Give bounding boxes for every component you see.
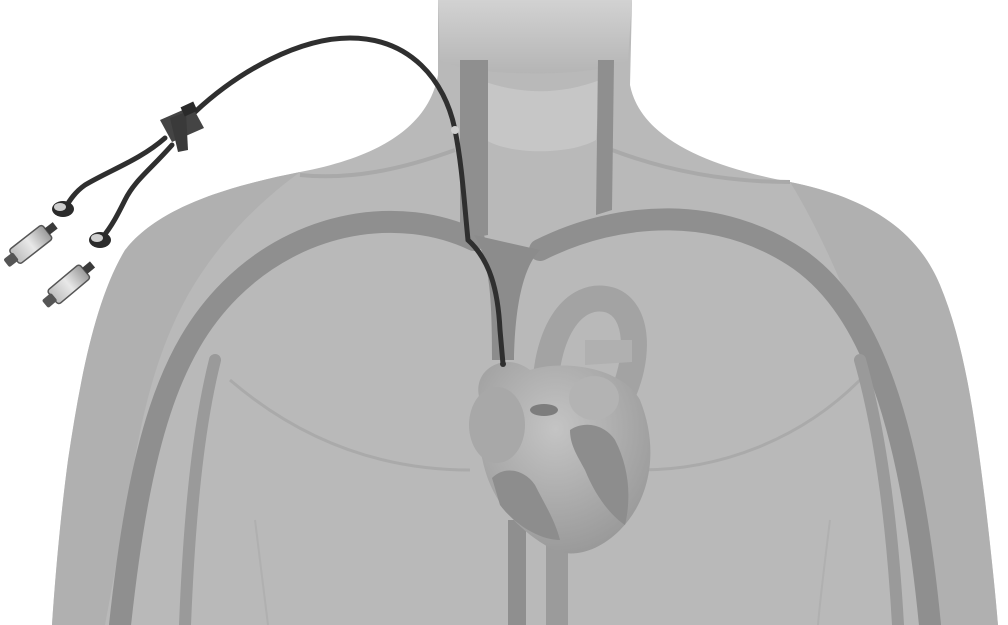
jugular-vein-right: [596, 60, 614, 215]
clamp-1-highlight: [54, 203, 66, 211]
right-atrium: [469, 387, 525, 463]
left-atrium: [569, 376, 619, 420]
catheter-exit-marker: [451, 126, 459, 134]
aortic-valve: [530, 404, 558, 416]
pulmonary-trunk: [585, 340, 632, 365]
inferior-vena-cava: [508, 520, 526, 625]
catheter-tip: [500, 361, 506, 367]
clamp-2-highlight: [91, 234, 103, 242]
